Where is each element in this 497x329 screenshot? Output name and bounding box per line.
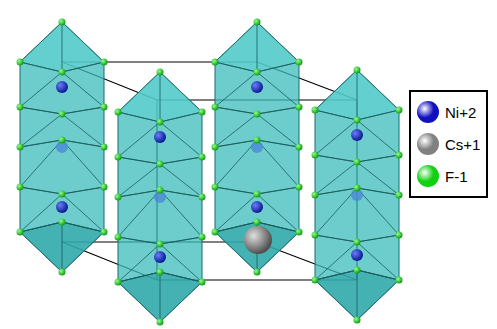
legend-text: Cs+1 <box>445 136 480 153</box>
legend-swatch <box>417 133 439 155</box>
legend-entry: F-1 <box>417 160 480 192</box>
octahedra-column <box>115 69 206 326</box>
cs-atom <box>244 226 272 254</box>
legend-swatch <box>417 101 439 123</box>
octahedra-column <box>212 19 303 276</box>
unit-cell <box>62 62 357 280</box>
legend-swatch <box>417 165 439 187</box>
octahedra-column <box>17 19 108 276</box>
legend-entry: Ni+2 <box>417 96 480 128</box>
legend-text: F-1 <box>445 168 468 185</box>
legend: Ni+2Cs+1F-1 <box>409 90 488 198</box>
legend-text: Ni+2 <box>445 104 476 121</box>
legend-entry: Cs+1 <box>417 128 480 160</box>
octahedra-column <box>312 67 403 324</box>
